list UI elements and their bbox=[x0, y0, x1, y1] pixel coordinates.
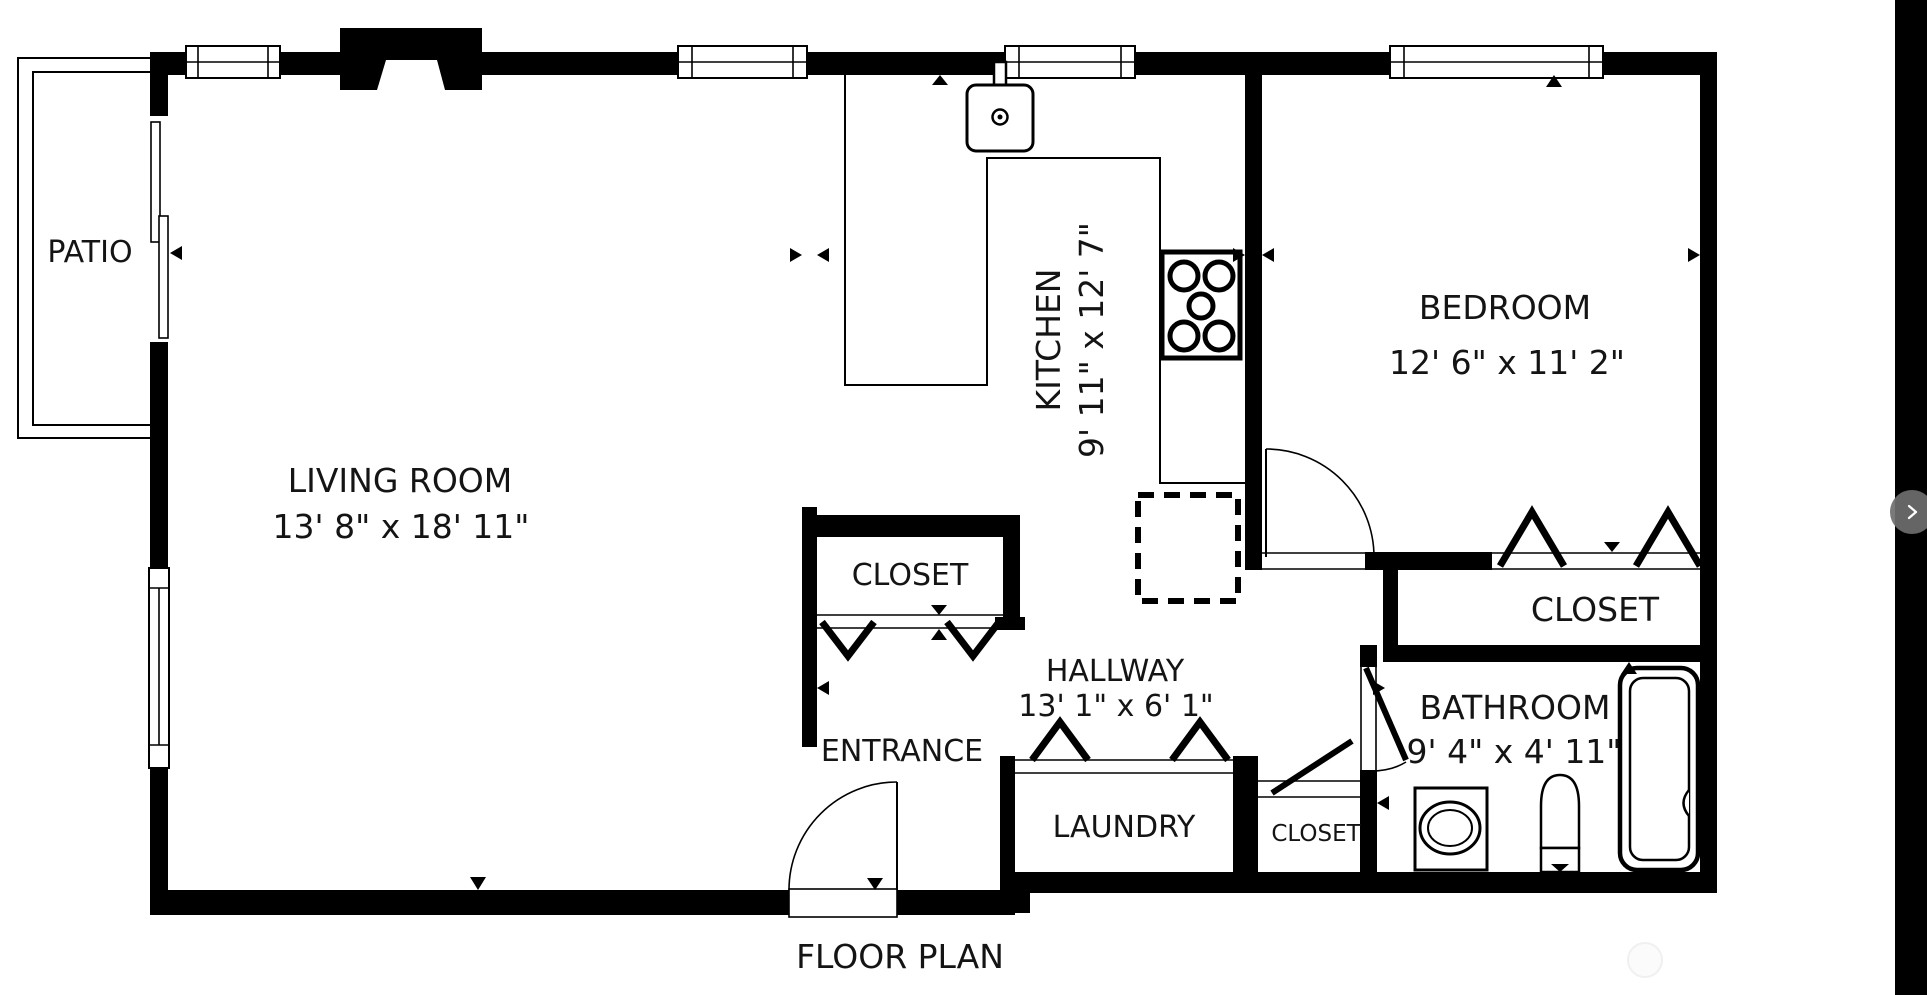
room-label-entry-closet: CLOSET bbox=[852, 558, 969, 593]
window bbox=[148, 567, 170, 769]
room-dims-bedroom: 12' 6" x 11' 2" bbox=[1389, 343, 1625, 382]
window bbox=[677, 45, 808, 79]
room-label-laundry: LAUNDRY bbox=[1053, 810, 1196, 845]
room-label-bathroom: BATHROOM bbox=[1420, 688, 1611, 727]
room-label-hall-closet: CLOSET bbox=[1271, 821, 1361, 847]
entry-closet bbox=[802, 507, 1025, 747]
room-label-hallway: HALLWAY bbox=[1046, 654, 1185, 689]
next-image-button[interactable] bbox=[1890, 490, 1927, 534]
room-dims-bathroom: 9' 4" x 4' 11" bbox=[1407, 732, 1622, 771]
entrance-door bbox=[788, 781, 898, 918]
bedroom-closet-walls bbox=[1383, 570, 1717, 662]
room-dims-hallway: 13' 1" x 6' 1" bbox=[1018, 689, 1213, 724]
room-label-patio: PATIO bbox=[47, 235, 132, 270]
hall-closet bbox=[1258, 738, 1360, 798]
laundry-room bbox=[1000, 716, 1258, 893]
kitchen-sink bbox=[965, 60, 1035, 153]
dashed-appliance bbox=[1135, 492, 1241, 604]
window bbox=[1389, 45, 1604, 79]
bifold-closet-doors bbox=[1496, 505, 1704, 568]
chevron-right-icon bbox=[1907, 504, 1918, 520]
room-label-entrance: ENTRANCE bbox=[821, 734, 983, 769]
toilet-icon bbox=[1539, 773, 1581, 874]
stove-icon bbox=[1159, 249, 1243, 361]
window bbox=[1004, 45, 1136, 79]
divider-wall bbox=[1245, 75, 1262, 570]
sliding-door bbox=[149, 116, 169, 342]
room-label-kitchen: KITCHEN bbox=[1029, 269, 1068, 412]
watermark-circle bbox=[1627, 942, 1663, 978]
fireplace bbox=[340, 28, 482, 90]
window bbox=[185, 45, 281, 79]
room-dims-kitchen: 9' 11" x 12' 7" bbox=[1072, 222, 1111, 458]
plan-title: FLOOR PLAN bbox=[796, 937, 1004, 976]
bedroom-wall-and-door bbox=[1262, 448, 1700, 570]
bathroom-door bbox=[1360, 645, 1409, 873]
room-label-bedroom-closet: CLOSET bbox=[1531, 590, 1660, 629]
bathtub-icon bbox=[1617, 665, 1701, 873]
patio-outline bbox=[17, 57, 150, 439]
room-label-bedroom: BEDROOM bbox=[1419, 288, 1591, 327]
tick-markers bbox=[170, 75, 1700, 890]
vanity-sink bbox=[1413, 786, 1489, 872]
room-dims-living-room: 13' 8" x 18' 11" bbox=[273, 507, 530, 546]
room-label-living-room: LIVING ROOM bbox=[288, 461, 513, 500]
kitchen-counter-line bbox=[844, 75, 1245, 484]
